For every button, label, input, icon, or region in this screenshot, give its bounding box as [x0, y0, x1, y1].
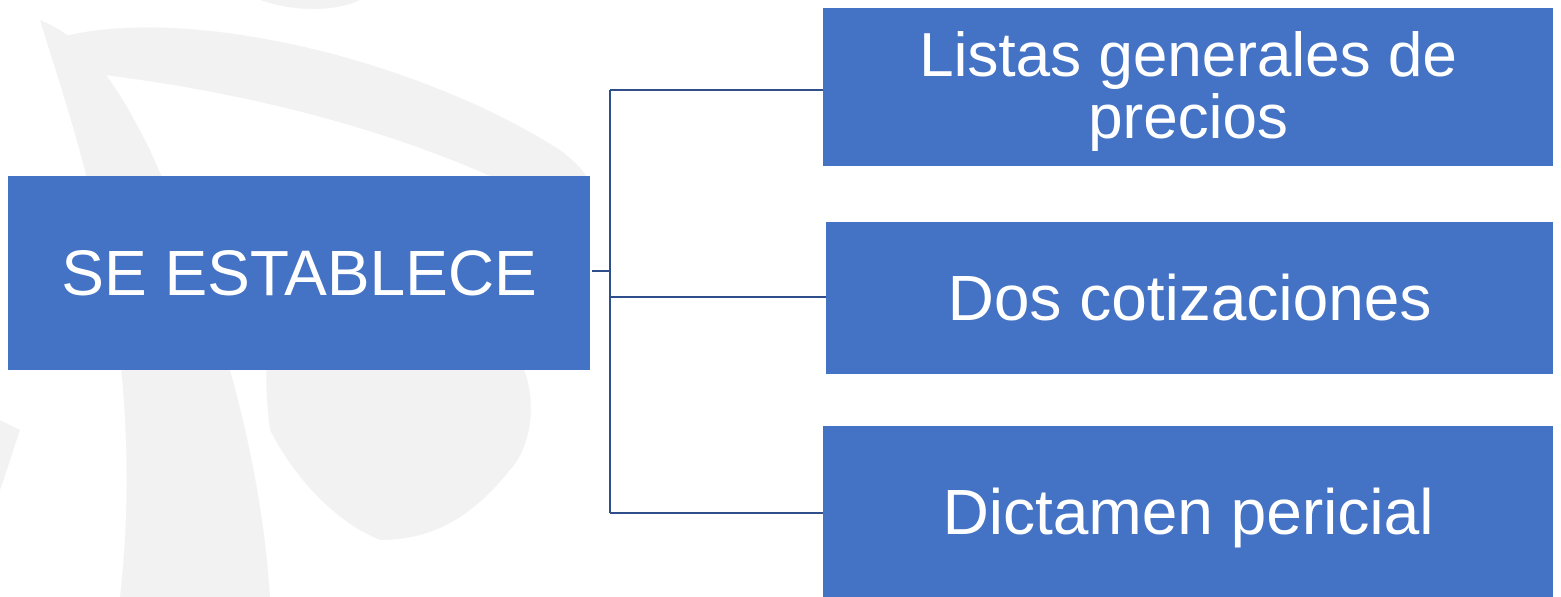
root-node-box: SE ESTABLECE	[8, 176, 590, 370]
watermark-shape-left-edge	[0, 420, 20, 490]
root-node-label: SE ESTABLECE	[61, 236, 537, 309]
child-node-label-2: Dos cotizaciones	[947, 262, 1432, 334]
child-node-box-2: Dos cotizaciones	[826, 222, 1553, 374]
watermark-shape-top-arc	[50, 27, 590, 210]
child-node-label-3: Dictamen pericial	[942, 475, 1434, 548]
watermark-shape-top-cap	[260, 0, 360, 10]
child-node-box-1: Listas generales de precios	[823, 8, 1553, 166]
child-node-box-3: Dictamen pericial	[823, 426, 1553, 597]
child-node-label-1: Listas generales de precios	[919, 21, 1457, 152]
